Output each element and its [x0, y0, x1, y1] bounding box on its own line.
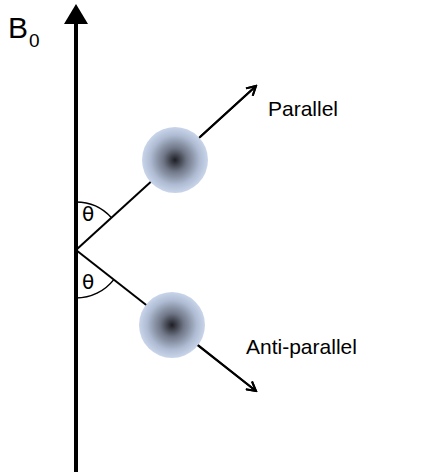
- antiparallel-spin-sphere: [139, 292, 205, 358]
- field-symbol: B: [8, 13, 28, 43]
- angle-symbol: θ: [82, 204, 94, 224]
- parallel-spin-axis: [76, 86, 256, 250]
- angle-arc: [76, 280, 114, 298]
- field-subscript: 0: [29, 31, 40, 50]
- parallel-spin-sphere: [142, 127, 208, 193]
- parallel-moment-arrow: [200, 86, 256, 137]
- spin-state-label: Parallel: [268, 98, 338, 119]
- angle-symbol: θ: [82, 272, 94, 292]
- field-arrowhead: [64, 4, 88, 24]
- antiparallel-spin-axis: [76, 250, 256, 391]
- spin-state-label: Anti-parallel: [246, 336, 357, 357]
- field-axis: [74, 14, 78, 472]
